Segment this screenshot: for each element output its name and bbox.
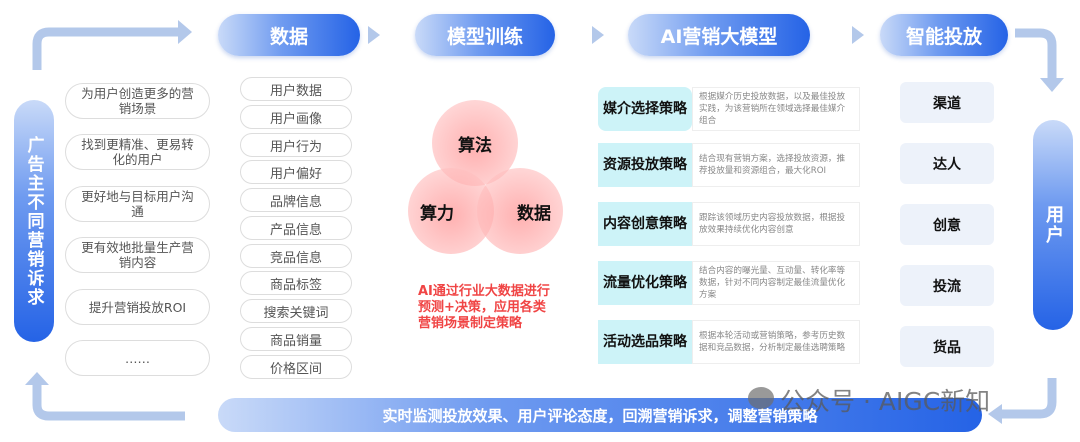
strategy-label: 资源投放策略 [598,143,692,187]
demand-item: …… [65,340,210,376]
header-ai-model: AI营销大模型 [628,14,810,56]
header-data: 数据 [218,14,360,56]
feedback-bar: 实时监测投放效果、用户评论态度，回溯营销诉求，调整营销策略 [218,398,982,432]
arrow-bottom-right [1000,378,1057,419]
demand-item: 为用户创造更多的营销场景 [65,83,210,119]
channel-item: 创意 [900,204,994,245]
channel-item: 投流 [900,265,994,306]
demand-item: 提升营销投放ROI [65,289,210,325]
wechat-icon [748,387,774,409]
demand-item: 更有效地批量生产营销内容 [65,237,210,273]
arrow-bottom-left [32,385,185,421]
arrow-right-icon [368,26,380,44]
header-smart-delivery: 智能投放 [880,14,1008,56]
user-pill: 用户 [1033,120,1073,330]
venn-caption: AI通过行业大数据进行预测+决策，应用各类营销场景制定策略 [418,284,550,331]
channel-item: 达人 [900,143,994,184]
arrow-right-icon [852,26,864,44]
channel-item: 货品 [900,326,994,367]
data-item: 商品标签 [240,271,352,295]
strategy-label: 内容创意策略 [598,202,692,246]
strategy-label: 活动选品策略 [598,320,692,364]
data-item: 价格区间 [240,355,352,379]
strategy-row: 活动选品策略根据本轮活动或营销策略，参考历史数据和竞品数据，分析制定最佳选聘策略 [598,320,860,364]
strategy-desc: 跟踪该领域历史内容投放数据，根据投放效果持续优化内容创意 [692,202,860,246]
data-item: 用户数据 [240,77,352,101]
strategy-row: 媒介选择策略根据媒介历史投放数据，以及最佳投放实践，为该营销所在领域选择最佳媒介… [598,87,860,131]
strategy-label: 媒介选择策略 [598,87,692,131]
strategy-label: 流量优化策略 [598,261,692,305]
strategy-row: 内容创意策略跟踪该领域历史内容投放数据，根据投放效果持续优化内容创意 [598,202,860,246]
header-model-training: 模型训练 [415,14,555,56]
watermark: 公众号 · AIGC新知 [780,387,991,416]
arrow-right-icon [592,26,604,44]
data-item: 产品信息 [240,216,352,240]
data-item: 用户画像 [240,105,352,129]
strategy-row: 流量优化策略结合内容的曝光量、互动量、转化率等数据，针对不同内容制定最佳流量优化… [598,261,860,305]
data-item: 品牌信息 [240,188,352,212]
demand-item: 更好地与目标用户沟通 [65,186,210,222]
data-item: 搜索关键词 [240,299,352,323]
arrow-top-left [32,27,180,70]
data-item: 用户行为 [240,133,352,157]
channel-item: 渠道 [900,82,994,123]
advertiser-demands-pill: 广告主不同营销诉求 [14,100,54,342]
strategy-desc: 结合现有营销方案，选择投放资源，推荐投放量和资源组合，最大化ROI [692,143,860,187]
data-item: 商品销量 [240,327,352,351]
data-item: 竞品信息 [240,244,352,268]
strategy-desc: 结合内容的曝光量、互动量、转化率等数据，针对不同内容制定最佳流量优化方案 [692,261,860,305]
strategy-desc: 根据本轮活动或营销策略，参考历史数据和竞品数据，分析制定最佳选聘策略 [692,320,860,364]
strategy-desc: 根据媒介历史投放数据，以及最佳投放实践，为该营销所在领域选择最佳媒介组合 [692,87,860,131]
data-item: 用户偏好 [240,160,352,184]
venn-data: 数据 [477,168,563,254]
arrow-top-right [1015,28,1057,80]
demand-item: 找到更精准、更易转化的用户 [65,134,210,170]
strategy-row: 资源投放策略结合现有营销方案，选择投放资源，推荐投放量和资源组合，最大化ROI [598,143,860,187]
